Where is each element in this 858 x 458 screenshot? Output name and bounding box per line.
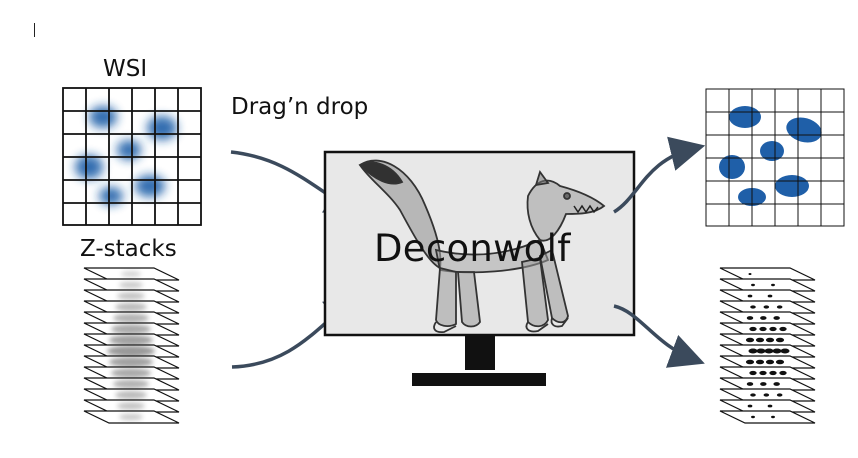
blob <box>89 106 117 128</box>
zstack-blur <box>109 334 153 346</box>
zstack-spot <box>760 316 767 320</box>
zstack-slice <box>719 322 816 336</box>
zstack-spot <box>771 415 775 419</box>
zstack-spot <box>751 283 755 287</box>
zstack-spot <box>746 382 754 386</box>
zstack-spot <box>749 326 757 332</box>
blob <box>117 140 141 160</box>
zstack-spot <box>756 348 766 354</box>
zstack-input-slices <box>83 267 180 424</box>
zstack-slice <box>719 311 816 325</box>
zstack-blur <box>119 281 143 289</box>
blob <box>75 155 103 179</box>
zstack-spot <box>763 305 770 309</box>
blob <box>135 175 165 197</box>
zstack-spot <box>750 305 756 309</box>
zstack-slice <box>719 377 816 391</box>
zstack-slice <box>719 267 816 281</box>
zstack-spot <box>771 283 775 287</box>
zstack-spot <box>746 316 754 320</box>
zstack-spot <box>779 326 787 332</box>
blob <box>99 187 123 205</box>
arrow-app-to-wsi-output <box>613 136 706 214</box>
zstack-spot <box>780 348 790 354</box>
zstack-spot <box>775 337 785 343</box>
zstack-spot <box>745 337 755 343</box>
zstack-spot <box>755 359 765 365</box>
zstack-spot <box>767 294 773 298</box>
zstack-spot <box>776 393 783 397</box>
zstack-spot <box>765 359 775 365</box>
blob <box>760 141 784 161</box>
zstack-spot <box>759 370 767 376</box>
zstack-spot <box>748 348 758 354</box>
zstack-spot <box>747 404 753 408</box>
wsi-grid-lines <box>62 87 202 226</box>
zstack-spot <box>773 316 780 320</box>
zstack-spot <box>765 337 775 343</box>
zstack-blur <box>115 390 147 400</box>
zstack-blur <box>111 324 151 334</box>
zstack-slice <box>719 410 816 424</box>
blob <box>147 116 177 140</box>
wsi-blurred-blobs <box>75 106 177 205</box>
zstack-spot <box>779 370 787 376</box>
zstack-spot <box>751 415 755 419</box>
zstack-slice <box>719 278 816 292</box>
zstack-spot <box>776 305 783 309</box>
zstack-output-slices <box>719 267 816 424</box>
zstack-spot <box>769 370 777 376</box>
zstack-spot <box>764 348 774 354</box>
wsi-input-grid <box>62 87 202 226</box>
zstack-blur <box>111 368 151 378</box>
zstack-spot <box>748 273 752 275</box>
wsi-label: WSI <box>103 56 148 82</box>
zstack-spot <box>759 326 767 332</box>
zstack-spot <box>767 404 773 408</box>
zstack-spot <box>763 393 770 397</box>
zstacks-label: Z-stacks <box>80 236 177 262</box>
text-cursor-mark <box>34 23 35 37</box>
arrow-app-to-zstack-output <box>613 304 705 368</box>
dragdrop-label: Drag’n drop <box>231 94 369 120</box>
wolf-drawing-icon <box>358 159 606 334</box>
zstack-slice <box>719 289 816 303</box>
zstack-spot <box>772 348 782 354</box>
zstack-blur <box>117 292 145 300</box>
zstack-blur <box>107 345 155 357</box>
zstack-spot <box>750 393 756 397</box>
blob <box>729 106 761 128</box>
blob <box>786 117 822 143</box>
zstack-spot <box>760 382 767 386</box>
zstack-spot <box>749 370 757 376</box>
zstack-blur <box>117 402 145 410</box>
zstack-blur <box>121 271 141 277</box>
zstack-spot <box>773 382 780 386</box>
blob <box>775 175 809 197</box>
wsi-output-grid-lines <box>705 88 845 227</box>
zstack-slice <box>719 366 816 380</box>
zstack-spot <box>775 359 785 365</box>
zstack-spot <box>747 294 753 298</box>
zstack-slice <box>719 399 816 413</box>
zstack-blur <box>109 356 153 368</box>
zstack-spot <box>745 359 755 365</box>
blob <box>719 155 745 179</box>
app-title: Deconwolf <box>374 227 571 270</box>
wsi-output-grid <box>705 88 845 227</box>
zstack-blur <box>113 313 149 323</box>
wsi-sharp-blobs <box>719 106 822 206</box>
zstack-spot <box>755 337 765 343</box>
zstack-blur <box>113 379 149 389</box>
zstack-blur <box>119 413 143 421</box>
zstack-spot <box>769 326 777 332</box>
zstack-blur <box>115 302 147 312</box>
